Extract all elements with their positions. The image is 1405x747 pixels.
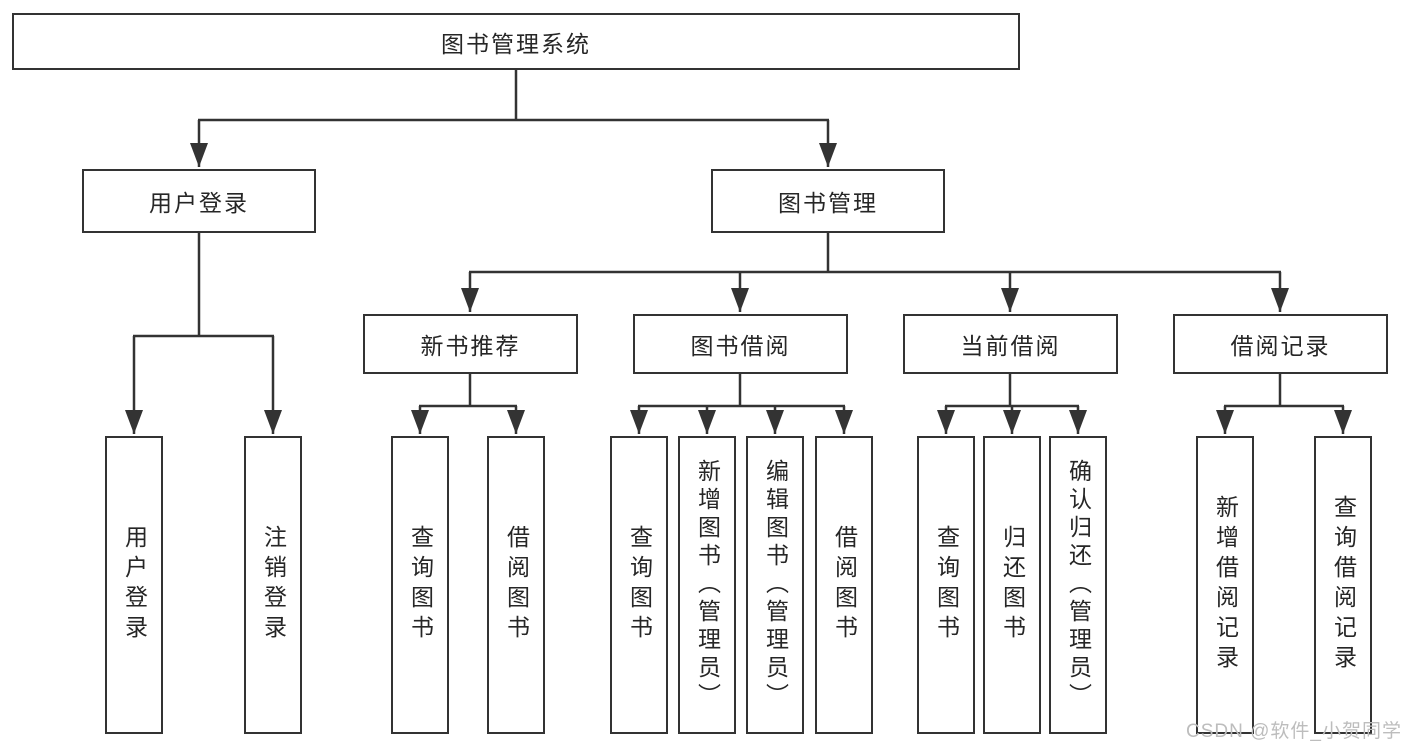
leaf-confirm-return-admin: 确认归还（管理员） [1049,436,1107,734]
csdn-watermark: CSDN @软件_小贺同学 [1186,721,1402,742]
node-current-borrow: 当前借阅 [903,314,1118,374]
leaf-return-books: 归还图书 [983,436,1041,734]
leaf-logout-label: 注销登录 [260,525,287,645]
node-current-borrow-label: 当前借阅 [960,333,1061,359]
node-root: 图书管理系统 [12,13,1020,70]
leaf-add-borrow-record-label: 新增借阅记录 [1212,495,1239,675]
leaf-edit-books-admin-label: 编辑图书（管理员） [762,459,789,711]
leaf-borrow-borrow-books: 借阅图书 [815,436,873,734]
node-new-books-label: 新书推荐 [420,333,521,359]
connector-borrow-records [1216,374,1352,434]
leaf-logout: 注销登录 [244,436,302,734]
node-book-mgmt-label: 图书管理 [778,190,878,216]
node-borrow-records: 借阅记录 [1173,314,1388,374]
leaf-newbooks-borrow-books: 借阅图书 [487,436,545,734]
node-book-mgmt: 图书管理 [711,169,945,233]
leaf-borrow-query-books-label: 查询图书 [626,525,653,645]
leaf-newbooks-query-books: 查询图书 [391,436,449,734]
leaf-query-borrow-record: 查询借阅记录 [1314,436,1372,734]
leaf-query-borrow-record-label: 查询借阅记录 [1330,495,1357,675]
node-borrow-records-label: 借阅记录 [1230,333,1331,359]
connector-new-books [411,374,525,434]
node-root-label: 图书管理系统 [441,30,591,57]
node-book-borrow: 图书借阅 [633,314,848,374]
node-book-borrow-label: 图书借阅 [690,333,791,359]
connector-book-mgmt-to-level3 [461,233,1289,312]
leaf-confirm-return-admin-label: 确认归还（管理员） [1065,459,1092,711]
connector-user-login [125,233,282,434]
leaf-add-books-admin-label: 新增图书（管理员） [694,459,721,711]
leaf-return-books-label: 归还图书 [999,525,1026,645]
connector-root-to-level2 [190,70,837,167]
connector-current-borrow [937,374,1087,434]
leaf-add-borrow-record: 新增借阅记录 [1196,436,1254,734]
leaf-add-books-admin: 新增图书（管理员） [678,436,736,734]
leaf-current-query-books: 查询图书 [917,436,975,734]
leaf-newbooks-borrow-books-label: 借阅图书 [503,525,530,645]
connector-book-borrow [630,374,853,434]
leaf-edit-books-admin: 编辑图书（管理员） [746,436,804,734]
leaf-current-query-books-label: 查询图书 [933,525,960,645]
leaf-user-login: 用户登录 [105,436,163,734]
leaf-borrow-query-books: 查询图书 [610,436,668,734]
leaf-borrow-borrow-books-label: 借阅图书 [831,525,858,645]
node-user-login: 用户登录 [82,169,316,233]
leaf-newbooks-query-books-label: 查询图书 [407,525,434,645]
leaf-user-login-label: 用户登录 [121,525,148,645]
node-new-books: 新书推荐 [363,314,578,374]
node-user-login-label: 用户登录 [149,190,249,216]
